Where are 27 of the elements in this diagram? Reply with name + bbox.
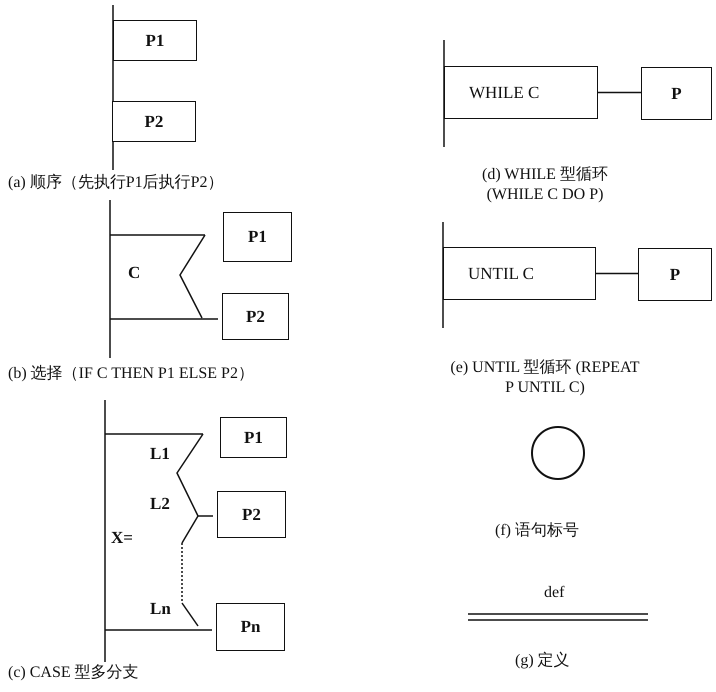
process-box: Pn <box>216 603 285 651</box>
loop-condition-box: UNTIL C <box>443 247 596 300</box>
figure-caption: (c) CASE 型多分支 <box>8 662 139 683</box>
figure-caption: (b) 选择（IF C THEN P1 ELSE P2） <box>8 364 254 384</box>
case-expression: X= <box>111 528 133 548</box>
process-box: P1 <box>220 417 287 458</box>
connector-line <box>596 272 638 274</box>
process-box: P <box>638 248 712 301</box>
case-value: L1 <box>150 444 170 464</box>
figure-caption: (f) 语句标号 <box>495 521 579 541</box>
label-circle <box>531 426 585 480</box>
process-box: P1 <box>113 20 197 61</box>
process-box: P2 <box>112 101 196 142</box>
connector-line <box>598 92 641 94</box>
figure-caption: (e) UNTIL 型循环 (REPEAT P UNTIL C) <box>450 358 640 398</box>
process-box: P1 <box>223 212 292 262</box>
figure-caption: (a) 顺序（先执行P1后执行P2） <box>8 172 224 193</box>
case-value: L2 <box>150 494 170 514</box>
process-box: P2 <box>217 491 286 538</box>
process-box: P <box>641 67 712 120</box>
case-value: Ln <box>150 599 171 619</box>
loop-condition-box: WHILE C <box>444 66 598 119</box>
process-box: P2 <box>222 293 289 340</box>
figure-caption: (g) 定义 <box>515 650 570 671</box>
definition-label: def <box>544 584 564 602</box>
figure-caption: (d) WHILE 型循环 (WHILE C DO P) <box>481 165 609 205</box>
condition-label: C <box>128 263 140 283</box>
